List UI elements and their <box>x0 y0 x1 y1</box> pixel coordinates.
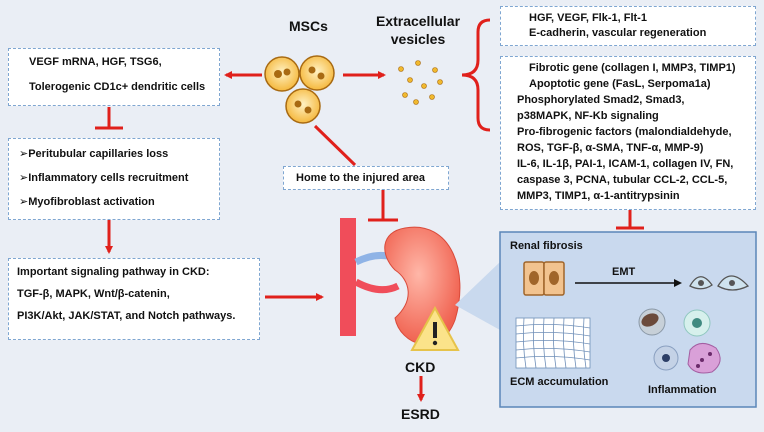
pathology-item-label: Peritubular capillaries loss <box>28 148 169 160</box>
pathology-item-label: Inflammatory cells recruitment <box>28 172 189 184</box>
paracrine-factors-box: VEGF mRNA, HGF, TSG6, Tolerogenic CD1c+ … <box>8 48 220 106</box>
pathology-box: Peritubular capillaries loss Inflammator… <box>8 138 220 220</box>
up-line2: E-cadherin, vascular regeneration <box>529 27 707 39</box>
inflammation-label: Inflammation <box>648 384 717 396</box>
down-line: IL-6, IL-1β, PAI-1, ICAM-1, collagen IV,… <box>517 158 734 170</box>
signaling-line2: TGF-β, MAPK, Wnt/β-catenin, <box>17 288 170 300</box>
signaling-line3: PI3K/Akt, JAK/STAT, and Notch pathways. <box>17 310 236 322</box>
down-line: ROS, TGF-β, α-SMA, TNF-α, MMP-9) <box>517 142 704 154</box>
up-line1: HGF, VEGF, Flk-1, Flt-1 <box>529 12 647 24</box>
list-item: Myofibroblast activation <box>19 195 219 210</box>
immune-cell-icon <box>638 308 721 374</box>
down-line: Apoptotic gene (FasL, Serpoma1a) <box>529 78 711 90</box>
vesicle-dots-icon <box>398 60 443 105</box>
list-item: Peritubular capillaries loss <box>19 147 219 162</box>
paracrine-line1: VEGF mRNA, HGF, TSG6, <box>29 56 162 68</box>
ev-label-line2: vesicles <box>390 31 446 47</box>
esrd-label: ESRD <box>401 406 440 422</box>
ev-label: Extracellular vesicles <box>368 12 468 48</box>
mesenchymal-cell-icon <box>689 275 750 291</box>
downregulated-box: Fibrotic gene (collagen I, MMP3, TIMP1) … <box>500 56 756 210</box>
ecm-label: ECM accumulation <box>510 376 609 388</box>
down-line: Phosphorylated Smad2, Smad3, <box>517 94 685 106</box>
paracrine-line2: Tolerogenic CD1c+ dendritic cells <box>29 81 206 93</box>
fibrosis-callout <box>455 262 500 330</box>
signaling-pathways-box: Important signaling pathway in CKD: TGF-… <box>8 258 260 340</box>
down-line: caspase 3, PCNA, tubular CCL-2, CCL-5, <box>517 174 728 186</box>
signaling-line1: Important signaling pathway in CKD: <box>17 266 210 278</box>
down-line: Fibrotic gene (collagen I, MMP3, TIMP1) <box>529 62 736 74</box>
home-label: Home to the injured area <box>296 172 425 184</box>
ev-label-line1: Extracellular <box>375 13 461 29</box>
ev-bracket <box>461 18 491 132</box>
list-item: Inflammatory cells recruitment <box>19 171 219 186</box>
down-line: MMP3, TIMP1, α-1-antitrypsinin <box>517 190 680 202</box>
down-line: Pro-fibrogenic factors (malondialdehyde, <box>517 126 732 138</box>
home-box: Home to the injured area <box>283 166 449 190</box>
kidney-icon <box>340 218 461 345</box>
msc-label: MSCs <box>289 18 328 34</box>
ecm-mesh-icon <box>515 317 591 369</box>
pathology-item-label: Myofibroblast activation <box>28 196 155 208</box>
msc-cell-icon <box>264 55 335 124</box>
ckd-label: CKD <box>405 359 436 375</box>
emt-label: EMT <box>612 266 636 278</box>
renal-fibrosis-title: Renal fibrosis <box>510 240 583 252</box>
down-line: p38MAPK, NF-Kb signaling <box>517 110 659 122</box>
upregulated-box: HGF, VEGF, Flk-1, Flt-1 E-cadherin, vasc… <box>500 6 756 46</box>
epithelial-cell-icon <box>523 261 565 296</box>
msc-to-home-line <box>313 124 357 167</box>
warning-icon <box>410 305 460 351</box>
